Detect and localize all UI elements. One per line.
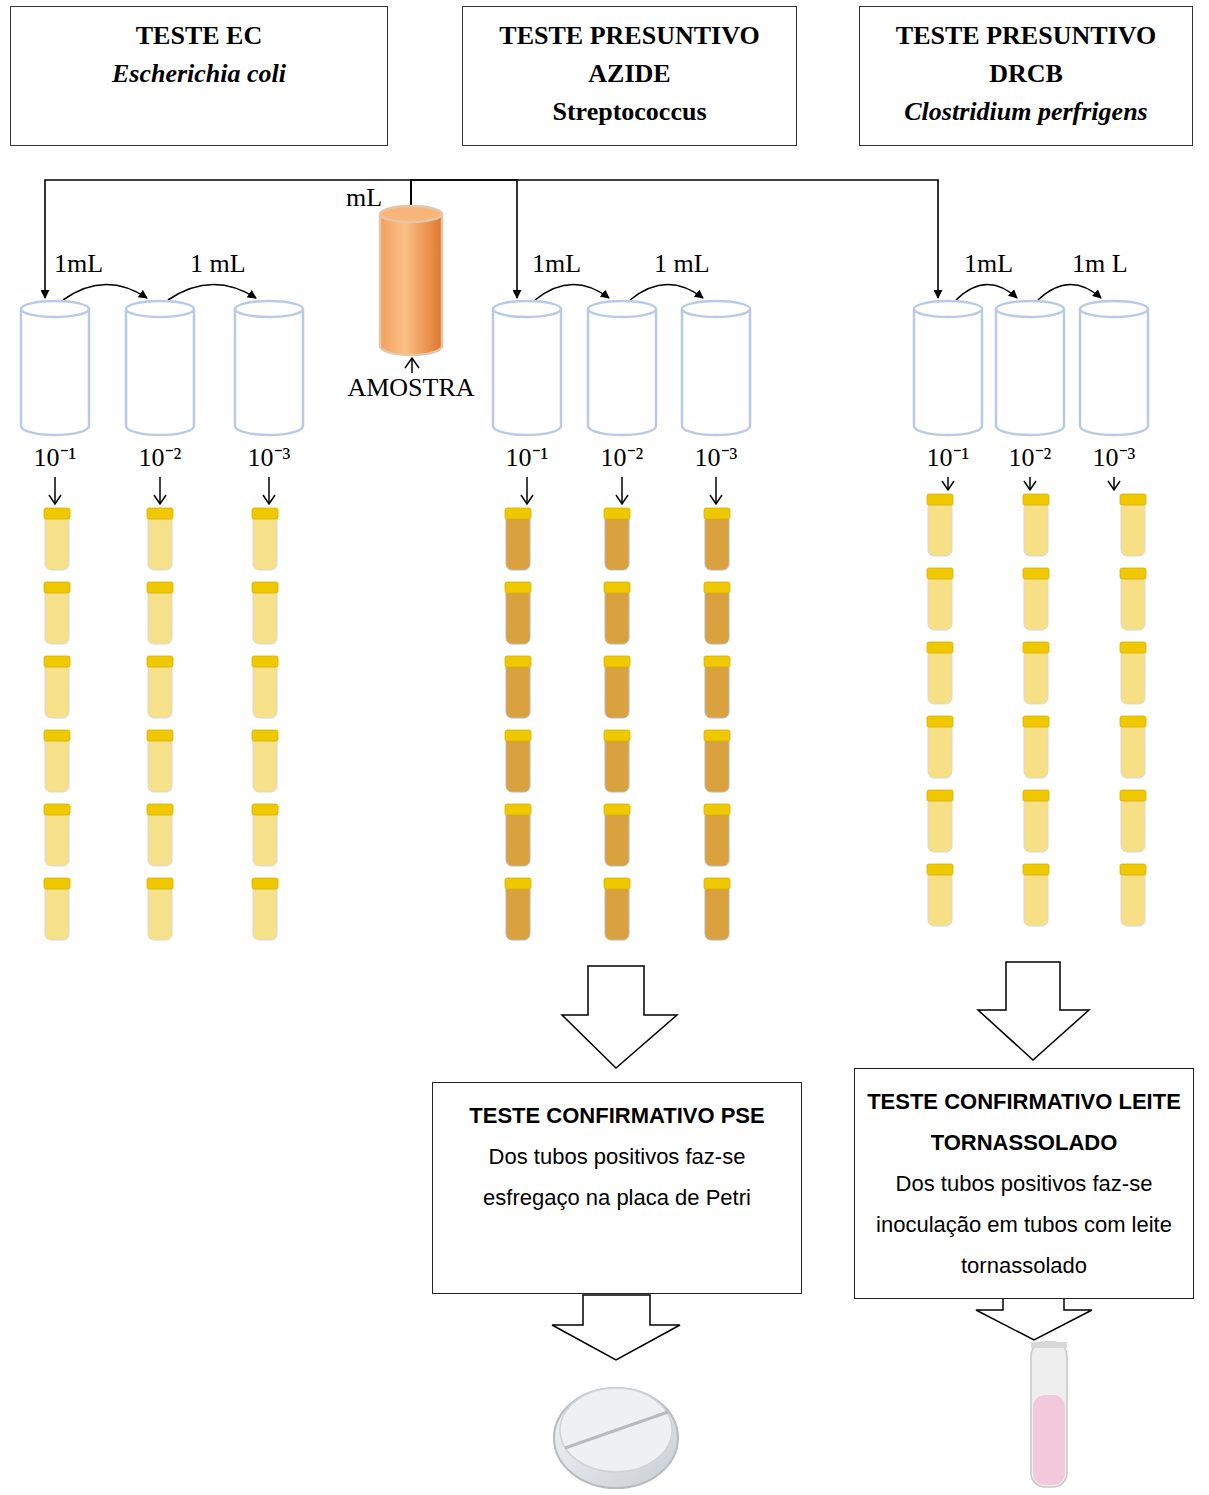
heading: 10⁻³ [248, 443, 291, 473]
heading: TESTE PRESUNTIVO AZIDE [471, 17, 788, 93]
dilution-beaker: 10⁻² [995, 300, 1065, 435]
title-box: TESTE PRESUNTIVO AZIDEStreptococcus [462, 6, 797, 146]
transfer-arrow [1038, 284, 1101, 300]
dilution-beaker: 10⁻¹ [20, 300, 90, 435]
cylinder-outline [995, 300, 1065, 435]
volume-label: 1m L [1070, 250, 1130, 278]
dilution-beaker: 10⁻² [587, 300, 657, 435]
confirm-box: TESTE CONFIRMATIVO PSEDos tubos positivo… [432, 1082, 802, 1294]
volume-label: 1 mL [652, 250, 712, 278]
transfer-arrow [63, 284, 147, 300]
transfer-arrow [956, 284, 1017, 300]
heading: TESTE PRESUNTIVO DRCB [868, 17, 1184, 93]
title-box: TESTE ECEscherichia coli [10, 6, 388, 146]
dilution-beaker: 10⁻³ [1079, 300, 1149, 435]
transfer-arrow [535, 284, 609, 300]
transfer-arrow [411, 180, 938, 298]
heading: AMOSTRA [345, 373, 476, 403]
dilution-arrows [49, 477, 1120, 504]
sample-container: AMOSTRA [379, 205, 443, 355]
cylinder-outline [681, 300, 751, 435]
heading: 10⁻¹ [927, 443, 970, 473]
heading: 10⁻² [1009, 443, 1052, 473]
heading: TESTE CONFIRMATIVO PSE [445, 1095, 789, 1136]
heading: 10⁻² [601, 443, 644, 473]
body-text: Streptococcus [471, 93, 788, 131]
transfer-arrow [630, 284, 703, 300]
petri-dish [554, 1388, 678, 1488]
heading: 10⁻³ [695, 443, 738, 473]
heading: 10⁻³ [1093, 443, 1136, 473]
title-box: TESTE PRESUNTIVO DRCBClostridium perfrig… [859, 6, 1193, 146]
dilution-beaker: 10⁻¹ [492, 300, 562, 435]
culture-tubes [44, 494, 1146, 940]
litmus-milk-tube [1031, 1342, 1067, 1487]
cylinder-outline [492, 300, 562, 435]
body-text: Escherichia coli [19, 55, 379, 93]
body-text: Dos tubos positivos faz-se esfregaço na … [445, 1136, 789, 1218]
volume-label: 1mL [52, 250, 105, 278]
dilution-beaker: 10⁻² [125, 300, 195, 435]
transfer-arrow [45, 180, 411, 298]
cylinder-outline [379, 205, 443, 355]
volume-label: 1 mL [188, 250, 248, 278]
dilution-beaker: 10⁻³ [234, 300, 304, 435]
confirm-box: TESTE CONFIRMATIVO LEITE TORNASSOLADODos… [854, 1068, 1194, 1299]
volume-label: 1mL [530, 250, 583, 278]
heading: 10⁻¹ [34, 443, 77, 473]
cylinder-outline [1079, 300, 1149, 435]
dilution-beaker: 10⁻¹ [913, 300, 983, 435]
body-text: Dos tubos positivos faz-se inoculação em… [867, 1163, 1181, 1286]
transfer-arrow [168, 284, 256, 300]
cylinder-outline [913, 300, 983, 435]
body-text: Clostridium perfrigens [868, 93, 1184, 131]
volume-label: mL [346, 184, 382, 212]
dilution-beaker: 10⁻³ [681, 300, 751, 435]
cylinder-outline [125, 300, 195, 435]
heading: 10⁻² [139, 443, 182, 473]
volume-label: 1mL [962, 250, 1015, 278]
heading: 10⁻¹ [506, 443, 549, 473]
cylinder-outline [587, 300, 657, 435]
cylinder-outline [234, 300, 304, 435]
cylinder-outline [20, 300, 90, 435]
heading: TESTE EC [19, 17, 379, 55]
heading: TESTE CONFIRMATIVO LEITE TORNASSOLADO [867, 1081, 1181, 1163]
